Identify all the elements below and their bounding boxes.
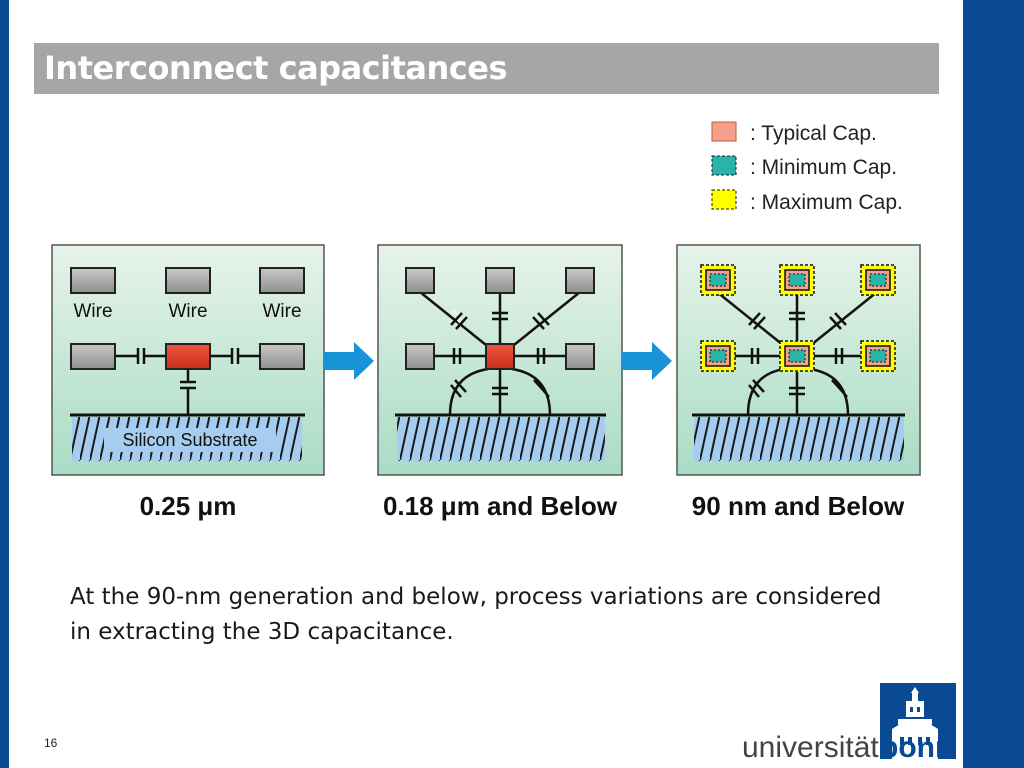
right-accent-bar xyxy=(963,0,1024,768)
wire-block xyxy=(405,343,435,370)
signal-wire-block xyxy=(165,343,211,370)
legend: : Typical Cap. : Minimum Cap. : Maximum … xyxy=(711,121,903,214)
panel-018um xyxy=(377,244,623,476)
wire-label: Wire xyxy=(168,301,207,322)
variation-block xyxy=(700,264,736,296)
wire-block xyxy=(70,267,116,294)
legend-minimum-label: : Minimum Cap. xyxy=(750,156,897,179)
legend-typical-label: : Typical Cap. xyxy=(750,122,877,145)
wire-block xyxy=(70,343,116,370)
caption-025um: 0.25 μm xyxy=(140,491,237,521)
right-arrow-icon xyxy=(324,342,374,380)
logo-text-universitaet: universität xyxy=(742,731,879,763)
silicon-substrate xyxy=(397,417,605,461)
panel-025um: Wire Wire Wire Silicon Substrate xyxy=(51,244,325,476)
panel-90nm xyxy=(676,244,921,476)
wire-block xyxy=(565,267,595,294)
wire-block xyxy=(259,343,305,370)
silicon-substrate xyxy=(694,417,904,461)
variation-block xyxy=(779,264,815,296)
capacitor-symbol xyxy=(115,348,260,415)
variation-block xyxy=(860,340,896,372)
title-bar: Interconnect capacitances xyxy=(34,43,939,94)
caption-018um: 0.18 μm and Below xyxy=(383,491,618,521)
university-logo: universität bonn xyxy=(742,683,956,763)
wire-block xyxy=(259,267,305,294)
page-number: 16 xyxy=(44,736,58,750)
substrate-label: Silicon Substrate xyxy=(122,430,257,450)
building-icon xyxy=(892,687,938,759)
wire-block xyxy=(565,343,595,370)
legend-typical-swatch xyxy=(711,121,737,142)
body-paragraph: At the 90-nm generation and below, proce… xyxy=(70,584,882,645)
wire-label: Wire xyxy=(262,301,301,322)
wire-block xyxy=(485,267,515,294)
variation-block xyxy=(700,340,736,372)
caption-90nm: 90 nm and Below xyxy=(692,491,905,521)
legend-minimum-swatch xyxy=(711,155,737,176)
right-arrow-icon xyxy=(622,342,672,380)
legend-maximum-label: : Maximum Cap. xyxy=(750,191,903,214)
legend-maximum-swatch xyxy=(711,189,737,210)
slide-title: Interconnect capacitances xyxy=(44,49,507,87)
logo-text-bonn: bonn xyxy=(880,731,953,763)
variation-block xyxy=(779,340,815,372)
wire-block xyxy=(405,267,435,294)
left-accent-bar xyxy=(0,0,9,768)
signal-wire-block xyxy=(485,343,515,370)
wire-label: Wire xyxy=(73,301,112,322)
wire-block xyxy=(165,267,211,294)
variation-block xyxy=(860,264,896,296)
